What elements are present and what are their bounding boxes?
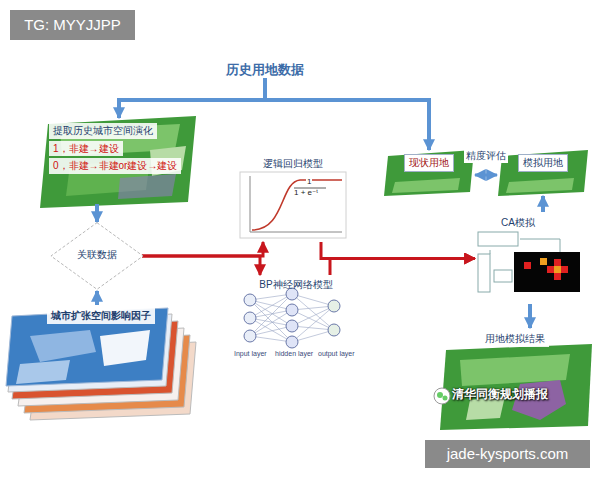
illustration-part: [547, 266, 554, 273]
illustration-part: [100, 330, 150, 366]
flow-arrow: [541, 196, 545, 212]
illustration-part: [292, 294, 334, 306]
illustration-part: [250, 310, 292, 336]
illustration-part: [440, 344, 592, 430]
illustration-part: [443, 396, 448, 401]
illustration-part: [244, 330, 256, 342]
node-title: 逻辑回归模型: [263, 157, 323, 171]
illustration-part: [478, 254, 490, 292]
flow-arrow: [142, 242, 263, 256]
illustration-part: [250, 294, 292, 318]
decision-diamond: 关联数据: [50, 222, 144, 290]
flow-arrow: [265, 78, 429, 150]
flow-arrow: [528, 304, 532, 328]
simulated-land-map: [498, 150, 588, 196]
node-body: 0，非建→非建or建设→建设: [49, 158, 181, 174]
illustration-part: [250, 176, 251, 232]
formula-denominator: 1 + e⁻ᵗ: [293, 189, 319, 198]
node-title: 现状用地: [404, 154, 454, 172]
node-title: 历史用地数据: [226, 61, 304, 79]
illustration-part: [384, 150, 474, 196]
formula-numerator: 1: [306, 178, 312, 187]
illustration-part: [392, 178, 460, 193]
edge-label: 精度评估: [464, 149, 508, 163]
map-panel: 模拟用地: [498, 150, 588, 196]
illustration-part: [478, 232, 518, 246]
illustration-part: [328, 324, 340, 336]
illustration-part: [540, 258, 547, 265]
ca-illustration: [478, 232, 580, 292]
layer-label: Input layer: [234, 350, 267, 358]
map-panel: 用地模拟结果: [438, 328, 592, 430]
illustration-part: [286, 304, 298, 316]
watermark-text: 清华同衡规划播报: [452, 388, 548, 401]
flow-arrow: [321, 242, 475, 259]
illustration-part: [494, 270, 512, 282]
illustration-part: [498, 150, 588, 196]
history-map: [40, 116, 196, 208]
illustration-part: [40, 116, 196, 208]
flow-arrow: [475, 174, 497, 177]
watermark-tag: TG: MYYJJPP: [10, 10, 135, 40]
source-label: 历史用地数据: [205, 58, 325, 78]
illustration-part: [6, 308, 168, 386]
illustration-part: [250, 232, 342, 233]
flow-arrow: [119, 78, 265, 118]
illustration-part: [554, 259, 561, 266]
diamond-shape: [51, 223, 143, 290]
node-title: 模拟用地: [518, 154, 568, 172]
model-panel: 逻辑回归模型: [235, 154, 351, 242]
node-title: 关联数据: [77, 248, 117, 262]
layer-label: hidden layer: [275, 350, 313, 358]
factor-map-stack: [6, 308, 196, 420]
illustration-part: [292, 330, 334, 342]
illustration-part: [561, 266, 568, 273]
illustration-part: [286, 320, 298, 332]
illustration-part: [437, 392, 443, 398]
illustration-part: [118, 174, 176, 199]
node-body: 1，非建→建设: [49, 141, 123, 157]
illustration-part: [490, 250, 491, 254]
node-title: 用地模拟结果: [481, 331, 549, 347]
result-map: [434, 344, 592, 430]
illustration-part: [286, 336, 298, 348]
illustration-part: [252, 180, 342, 230]
illustration-part: [520, 239, 560, 252]
neural-network: [244, 288, 340, 348]
node-title: BP神经网络模型: [259, 278, 332, 292]
sigmoid-chart: [240, 172, 346, 238]
flow-arrow: [95, 291, 99, 305]
flow-arrow: [330, 259, 475, 276]
map-panel: 提取历史城市空间演化 1，非建→建设0，非建→非建or建设→建设: [44, 118, 194, 204]
flow-arrow: [142, 256, 260, 275]
node-title: 提取历史城市空间演化: [49, 123, 157, 139]
watermark-tag: jade-kysports.com: [425, 440, 590, 468]
process-panel: CA模拟: [475, 212, 585, 304]
illustration-part: [240, 172, 346, 238]
layer-label: output layer: [318, 350, 355, 358]
illustration-part: [16, 360, 70, 384]
current-land-map: [384, 150, 474, 196]
flow-arrow: [95, 204, 99, 222]
illustration-part: [244, 294, 256, 306]
illustration-part: [554, 273, 561, 280]
illustration-part: [524, 262, 531, 269]
map-panel: 现状用地: [384, 150, 474, 196]
illustration-part: [434, 388, 450, 404]
model-panel: BP神经网络模型: [230, 275, 362, 361]
illustration-part: [250, 300, 292, 326]
illustration-part: [514, 252, 580, 292]
illustration-part: [554, 266, 561, 273]
node-title: 城市扩张空间影响因子: [47, 308, 155, 324]
illustration-part: [30, 330, 96, 362]
map-stack: 城市扩张空间影响因子: [6, 305, 196, 417]
node-title: CA模拟: [501, 216, 535, 230]
illustration-part: [244, 312, 256, 324]
illustration-part: [506, 178, 574, 193]
illustration-part: [328, 300, 340, 312]
